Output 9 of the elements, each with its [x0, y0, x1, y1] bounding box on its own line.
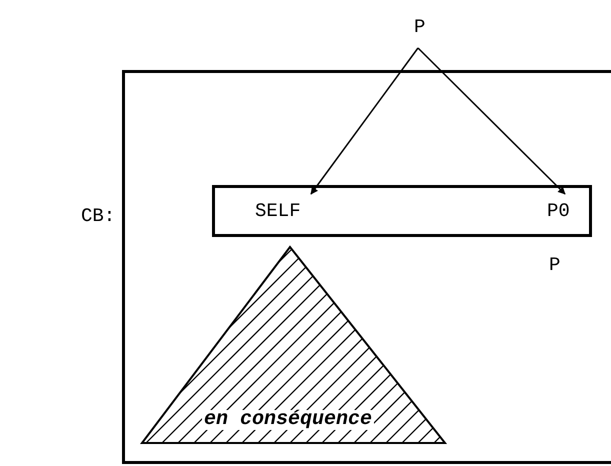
record-box — [212, 185, 592, 237]
variable-label: P — [549, 256, 560, 275]
tree-label: en conséquence — [202, 410, 374, 430]
arrow — [310, 48, 419, 195]
field-label: P0 — [547, 202, 570, 221]
field-label: SELF — [255, 202, 301, 221]
node-label: P — [414, 18, 426, 37]
arrow — [417, 47, 566, 195]
container-label: CB: — [81, 207, 116, 226]
